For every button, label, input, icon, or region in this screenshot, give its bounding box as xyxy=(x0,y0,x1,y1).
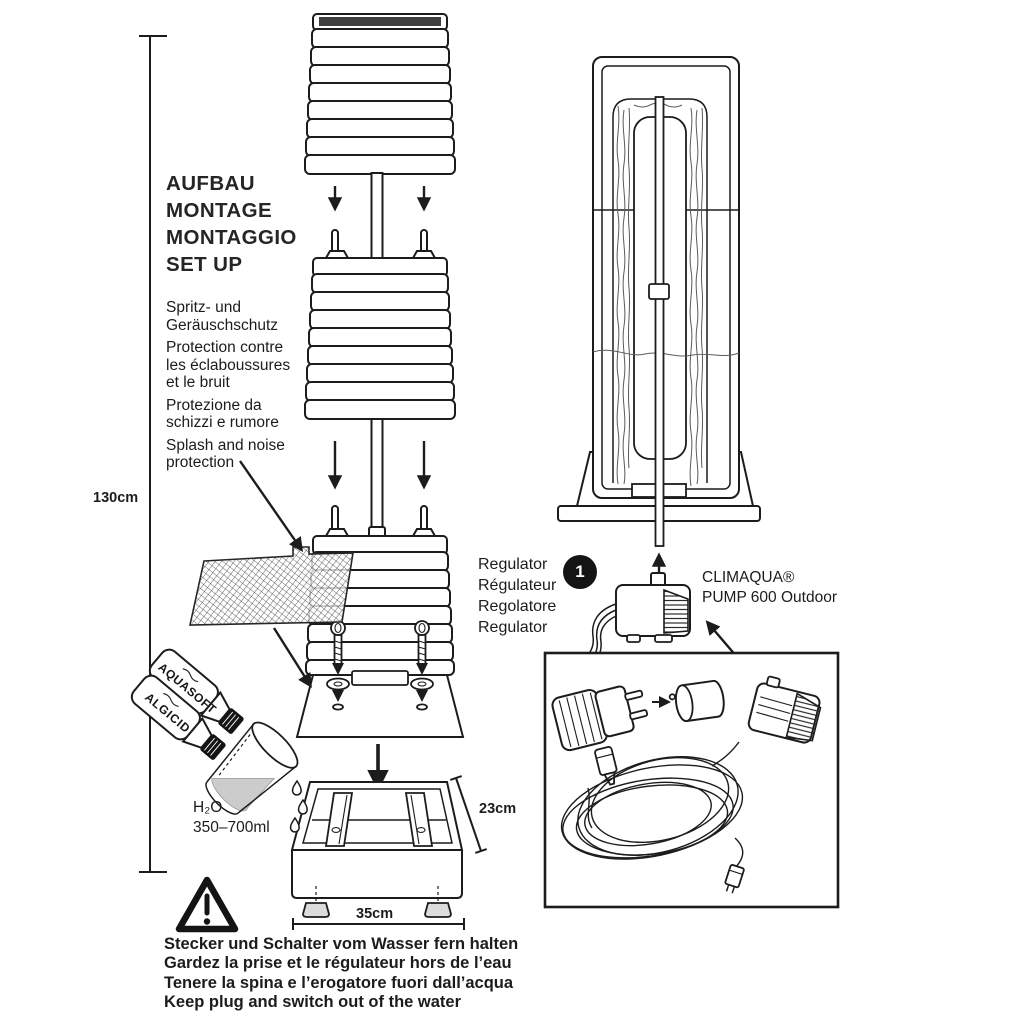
pump-model: PUMP 600 Outdoor xyxy=(702,589,837,606)
measure-width-label: 35cm xyxy=(356,906,394,922)
protection-mesh-screen xyxy=(189,546,354,626)
pump-brand: CLIMAQUA® xyxy=(702,569,795,586)
title-it: MONTAGGIO xyxy=(166,226,297,249)
pump-label-block: CLIMAQUA® PUMP 600 Outdoor xyxy=(702,568,837,608)
rod-connector xyxy=(648,283,670,300)
pump-callout-arrow xyxy=(705,620,738,658)
measuring-cup xyxy=(205,721,299,815)
splash-protection-it: Protezione da schizzi e rumore xyxy=(166,396,279,432)
basin-foot xyxy=(424,902,452,918)
title-block: AUFBAU MONTAGE MONTAGGIO SET UP xyxy=(166,170,297,278)
warning-it: Tenere la spina e l’erogatore fuori dall… xyxy=(164,973,514,992)
title-en: SET UP xyxy=(166,253,243,276)
basin-rails xyxy=(324,792,434,847)
step-1-number: 1 xyxy=(575,562,585,581)
cable-coil xyxy=(560,741,744,868)
basin-measure-lines xyxy=(292,775,488,930)
warning-en: Keep plug and switch out of the water xyxy=(164,992,462,1011)
basin-foot xyxy=(302,902,330,918)
water-basin xyxy=(290,781,464,918)
height-measure-line xyxy=(139,35,167,873)
splash-protection-block: Spritz- und Geräuschschutz Protection co… xyxy=(166,299,290,477)
assembled-fountain xyxy=(557,56,761,547)
warning-fr: Gardez la prise et le régulateur hors de… xyxy=(164,954,512,973)
splash-protection-fr: Protection contre les éclaboussures et l… xyxy=(166,339,291,391)
water-texture xyxy=(616,102,704,487)
pump-grill xyxy=(663,588,689,634)
plug-prong xyxy=(624,689,644,701)
callout-arrows xyxy=(239,460,312,689)
water-formula: H₂O xyxy=(193,799,223,816)
warning-de: Stecker und Schalter vom Wasser fern hal… xyxy=(164,935,519,953)
plug-prong xyxy=(629,709,649,721)
middle-lamella-module xyxy=(304,229,456,536)
accessories-box xyxy=(543,651,840,909)
measure-total-height-label: 130cm xyxy=(93,490,139,506)
water-drops xyxy=(289,779,308,833)
water-volume: 350–700ml xyxy=(193,819,270,836)
title-fr: MONTAGE xyxy=(166,199,273,222)
bottle-algicid: ALGICID xyxy=(130,674,226,760)
measure-depth-label: 23cm xyxy=(479,801,517,817)
step-1-badge: 1 xyxy=(563,555,597,589)
pump-unit-boxed xyxy=(747,675,822,744)
low-voltage-plug xyxy=(724,864,745,894)
regulator-label-block: Regulator Régulateur Regolatore Regulato… xyxy=(478,556,557,636)
fastening-screws xyxy=(326,620,434,711)
water-volume-block: H₂O 350–700ml xyxy=(193,798,270,838)
fountain-center-rod xyxy=(654,96,665,547)
splash-protection-en: Splash and noise protection xyxy=(166,436,285,472)
splash-protection-de: Spritz- und Geräuschschutz xyxy=(166,299,278,334)
title-de: AUFBAU xyxy=(166,172,255,195)
plug-transformer xyxy=(551,685,649,786)
warning-triangle-icon xyxy=(175,876,239,933)
pump-cover-cylinder xyxy=(668,679,725,723)
top-lamella-module xyxy=(304,13,456,261)
water-level-line xyxy=(592,349,740,357)
warning-text-block: Stecker und Schalter vom Wasser fern hal… xyxy=(164,935,518,1012)
